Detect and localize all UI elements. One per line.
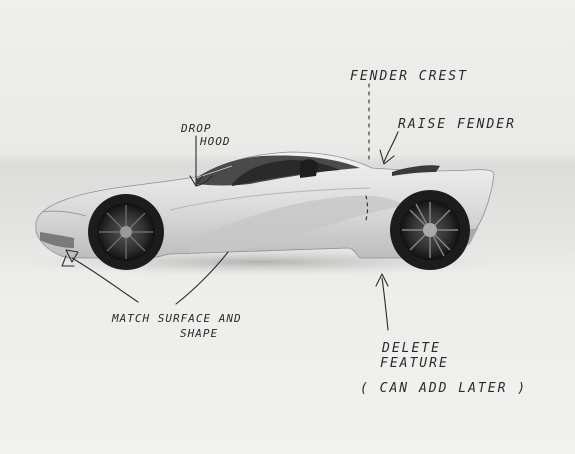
rear-wheel [390, 190, 470, 270]
raise-fender-arrow [379, 131, 399, 165]
car-cabin [195, 155, 360, 186]
delete-feature-note-line1: DELETE [381, 341, 441, 356]
match-surface-note-line2: SHAPE [180, 327, 218, 340]
rear-wing [392, 165, 440, 176]
drop-hood-arrow [189, 135, 213, 187]
match-surface-lines [61, 249, 229, 305]
match-surface-note-line1: MATCH SURFACE AND [111, 312, 242, 325]
raise-fender-note: RAISE FENDER [398, 117, 516, 132]
can-add-later-note: ( CAN ADD LATER ) [360, 381, 527, 396]
fender-crest-note: FENDER CREST [350, 69, 468, 84]
front-wheel [88, 194, 164, 270]
delete-feature-arrow [375, 273, 389, 331]
fender-crest-lower-line [365, 195, 369, 221]
drop-hood-note-line2: HOOD [199, 135, 231, 148]
delete-feature-note-line2: FEATURE [380, 356, 449, 371]
drop-hood-note-line1: DROP [180, 122, 212, 135]
